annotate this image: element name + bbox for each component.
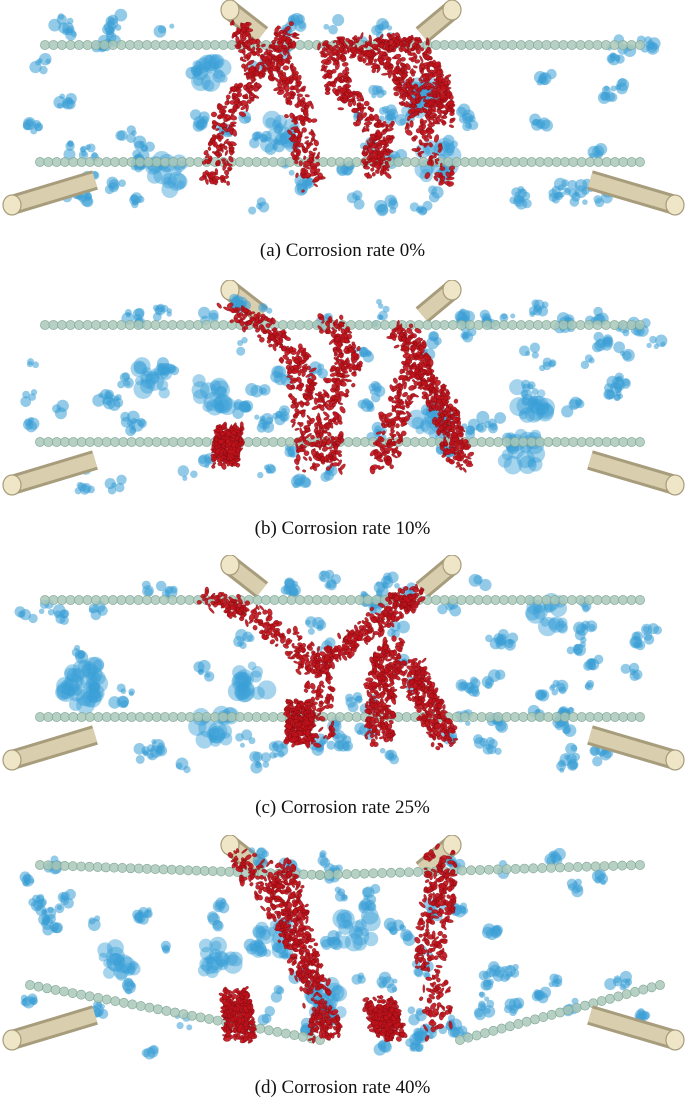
crack-band-4 bbox=[317, 38, 395, 179]
loading-roller-right-icon bbox=[415, 835, 462, 878]
bottom-rebar bbox=[35, 157, 645, 167]
support-roller-right-icon bbox=[587, 1005, 685, 1051]
crack-band-4 bbox=[394, 657, 459, 751]
crack-band-3 bbox=[362, 995, 408, 1042]
crack-band-5 bbox=[357, 32, 456, 128]
simulation-view-b bbox=[2, 280, 685, 496]
crack-band-3 bbox=[369, 319, 434, 475]
caption-d: (d) Corrosion rate 40% bbox=[254, 1077, 431, 1098]
top-rebar bbox=[40, 595, 645, 605]
support-roller-right-icon bbox=[587, 450, 685, 496]
bottom-rebar bbox=[35, 712, 645, 722]
support-roller-right-icon bbox=[587, 170, 685, 216]
crack-band-3 bbox=[363, 635, 406, 747]
loading-roller-right-icon bbox=[415, 555, 462, 598]
crack-band-4 bbox=[407, 364, 475, 473]
crack-band-2 bbox=[310, 583, 426, 675]
support-roller-left-icon bbox=[2, 1005, 98, 1051]
simulation-view-d bbox=[2, 835, 685, 1060]
crack-band-5 bbox=[266, 857, 326, 996]
support-roller-left-icon bbox=[2, 450, 98, 496]
crack-band-5 bbox=[283, 698, 318, 748]
crack-band-2 bbox=[414, 843, 458, 1042]
bottom-rebar-right bbox=[455, 980, 665, 1045]
crack-band-1 bbox=[216, 302, 325, 473]
loading-roller-right-icon bbox=[415, 0, 462, 43]
panel-c bbox=[0, 555, 685, 790]
caption-a: (a) Corrosion rate 0% bbox=[259, 240, 426, 261]
crack-band-2 bbox=[314, 313, 363, 475]
support-roller-right-icon bbox=[587, 725, 685, 771]
crack-band-5 bbox=[210, 421, 245, 470]
caption-b: (b) Corrosion rate 10% bbox=[254, 518, 431, 539]
panel-a bbox=[0, 0, 685, 235]
loading-roller-left-icon bbox=[220, 555, 269, 598]
crack-band-1 bbox=[199, 19, 276, 186]
caption-c: (c) Corrosion rate 25% bbox=[255, 797, 430, 818]
support-roller-left-icon bbox=[2, 170, 98, 216]
crack-band-2 bbox=[261, 21, 326, 193]
simulation-view-a bbox=[2, 0, 685, 217]
crack-band-4 bbox=[218, 986, 258, 1044]
loading-roller-right-icon bbox=[415, 280, 462, 323]
support-roller-left-icon bbox=[2, 725, 98, 771]
panel-d bbox=[0, 835, 685, 1080]
panel-b bbox=[0, 280, 685, 515]
simulation-view-c bbox=[2, 555, 685, 774]
